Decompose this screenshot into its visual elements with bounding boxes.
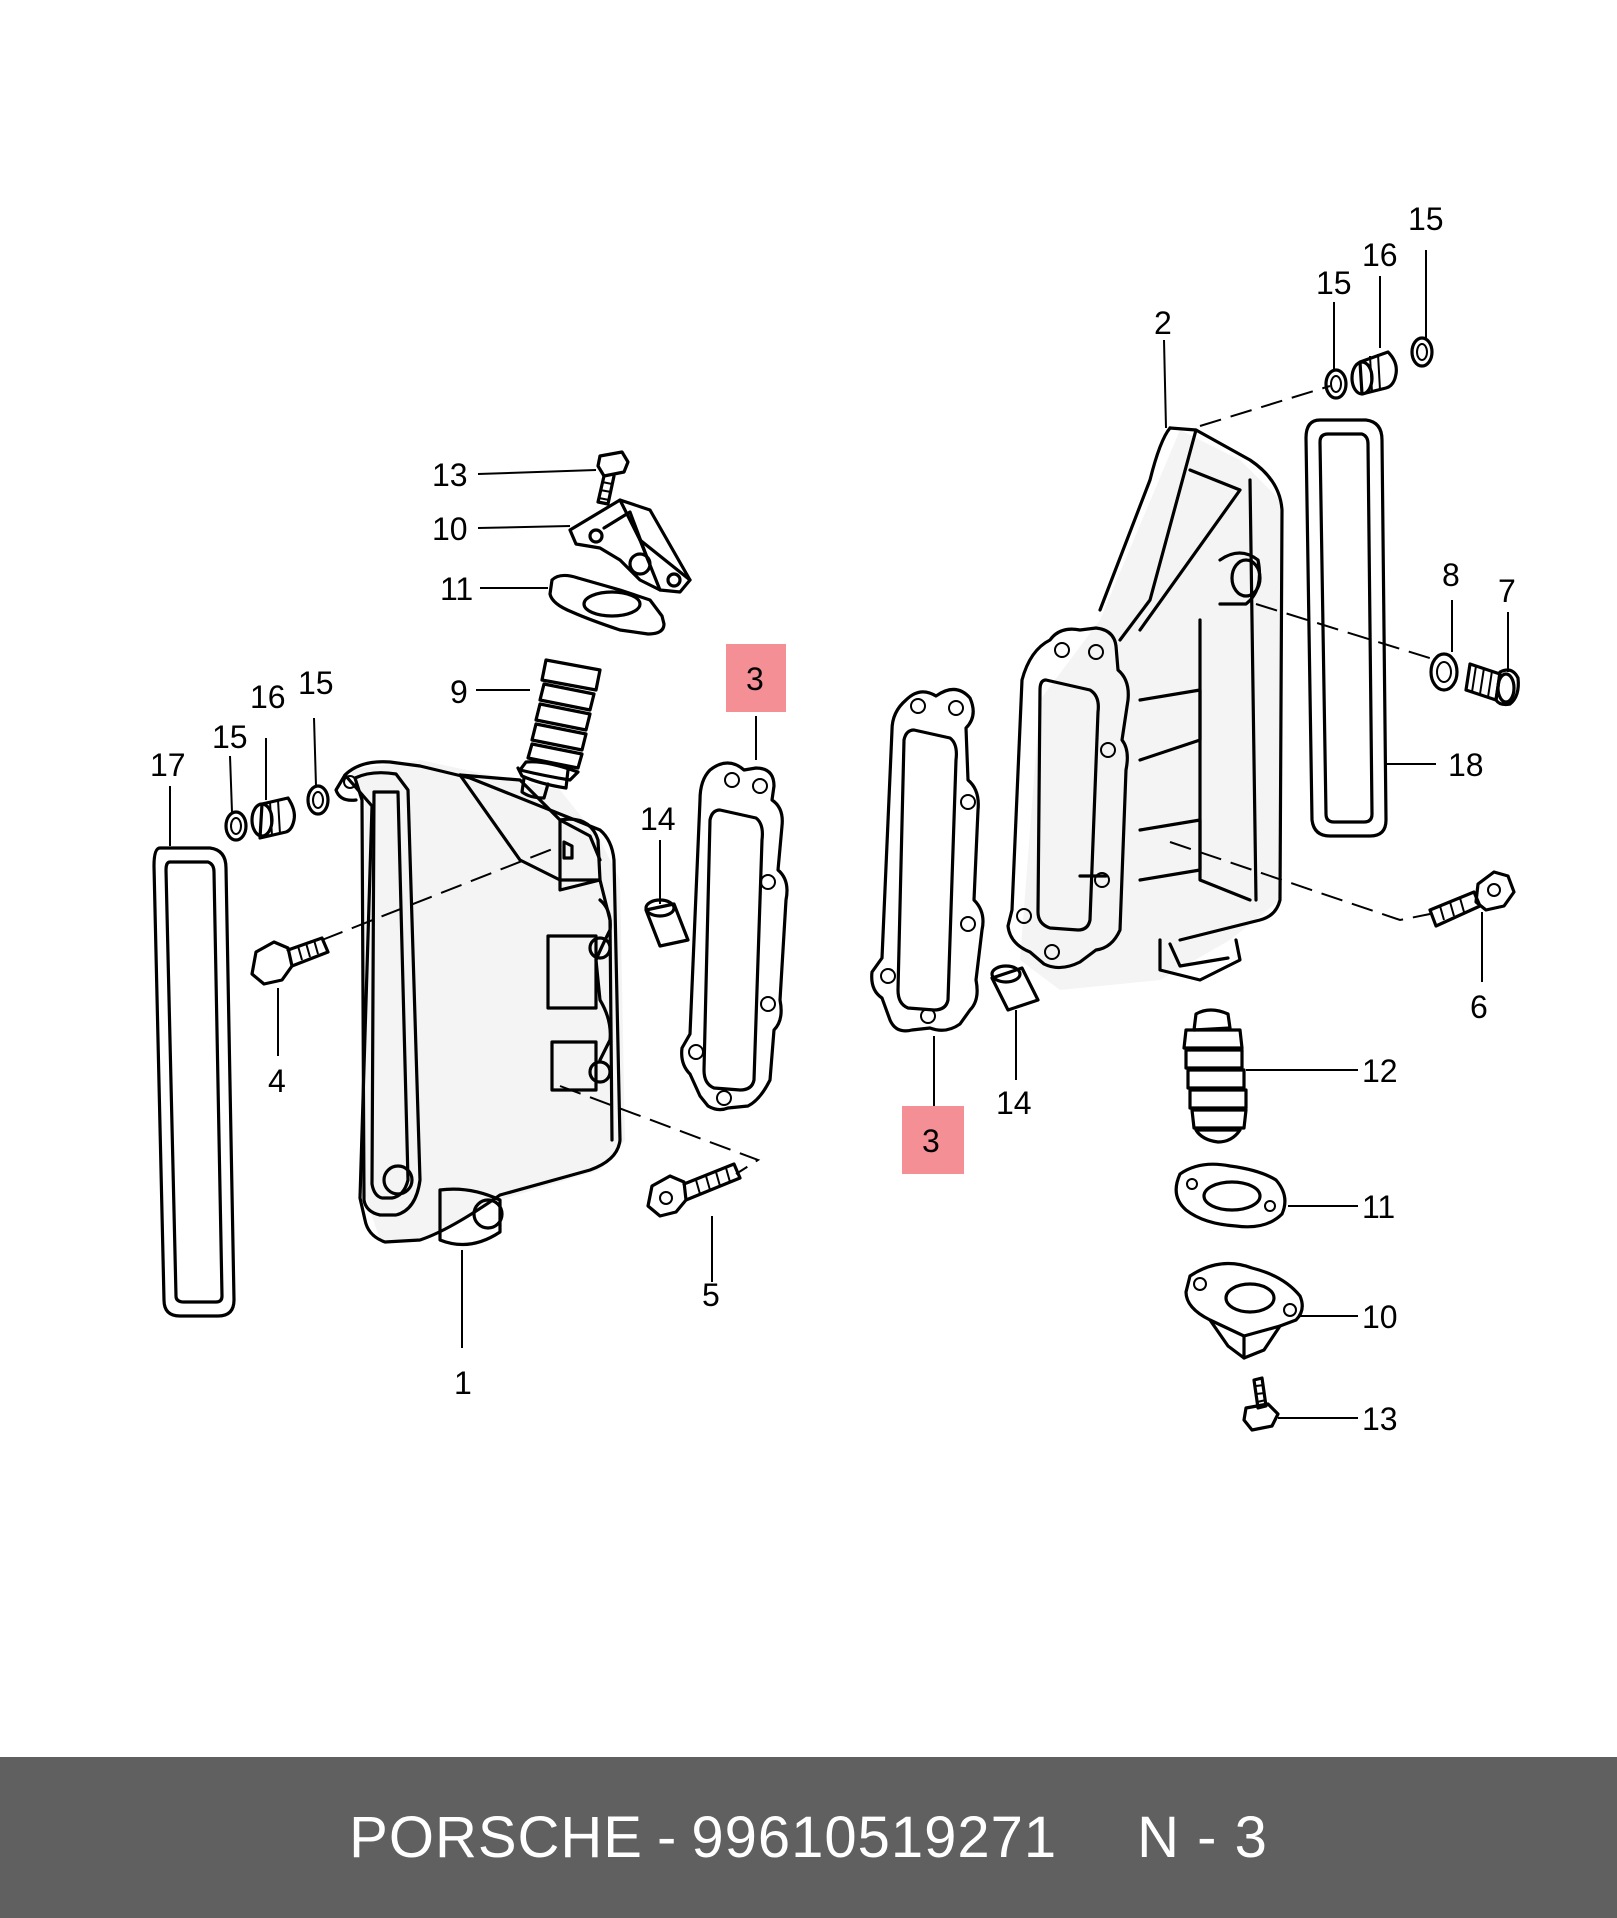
bolt-part-13-left — [596, 450, 630, 506]
highlight-box-3-left — [726, 644, 786, 712]
callout-14-right: 14 — [996, 1085, 1032, 1121]
parts-diagram: 13 10 11 9 3 14 17 15 16 15 4 1 5 2 15 1… — [150, 201, 1520, 1437]
callout-4: 4 — [268, 1063, 286, 1099]
callout-16-right: 16 — [1362, 237, 1398, 273]
seal-ring-part-15-left-b — [306, 784, 330, 816]
callout-15-left-b: 15 — [298, 665, 334, 701]
bolt-part-13-right — [1242, 1376, 1280, 1432]
callout-15-left-a: 15 — [212, 719, 248, 755]
caption-bar: PORSCHE - 99610519271 N - 3 — [0, 1757, 1617, 1918]
diagram-position: N - 3 — [1137, 1805, 1268, 1870]
bolt-part-4 — [250, 936, 330, 986]
callout-1: 1 — [454, 1365, 472, 1401]
callout-2: 2 — [1154, 305, 1172, 341]
gasket-part-11-left — [548, 573, 666, 636]
callout-3-left: 3 — [746, 661, 764, 697]
plug-part-16-right — [1350, 350, 1398, 396]
callout-3-right: 3 — [922, 1123, 940, 1159]
bolt-part-6 — [1428, 870, 1516, 928]
washer-part-8 — [1429, 652, 1459, 692]
housing-part-2 — [1020, 426, 1284, 990]
callout-5: 5 — [702, 1277, 720, 1313]
callout-16-left: 16 — [250, 679, 286, 715]
callout-17: 17 — [150, 747, 186, 783]
callout-9: 9 — [450, 674, 468, 710]
assembly-lines — [321, 385, 1437, 1175]
callout-14-left: 14 — [640, 801, 676, 837]
callout-10-left: 10 — [432, 511, 468, 547]
gasket-ring-18 — [1304, 418, 1388, 838]
sleeve-part-14-left — [644, 898, 690, 948]
leader-lines — [169, 250, 1509, 1419]
gasket-ring-17 — [152, 846, 236, 1318]
gasket-part-11-right — [1174, 1162, 1287, 1229]
callout-13-right: 13 — [1362, 1401, 1398, 1437]
part-number: 99610519271 — [691, 1805, 1058, 1870]
plug-part-16-left — [250, 796, 296, 840]
callout-11-left: 11 — [440, 571, 473, 607]
callout-12: 12 — [1362, 1053, 1398, 1089]
seal-ring-part-15-right-a — [1324, 368, 1348, 400]
callout-18: 18 — [1448, 747, 1484, 783]
bolt-part-5 — [646, 1162, 742, 1218]
bellows-part-9 — [516, 658, 602, 800]
highlight-box-3-right — [902, 1106, 964, 1174]
callout-7: 7 — [1498, 573, 1516, 609]
bellows-part-12 — [1182, 1008, 1248, 1144]
sleeve-part-14-right — [990, 964, 1040, 1012]
bracket-part-10-right — [1184, 1261, 1304, 1360]
callout-8: 8 — [1442, 557, 1460, 593]
callout-numbers: 13 10 11 9 3 14 17 15 16 15 4 1 5 2 15 1… — [150, 201, 1516, 1437]
callout-11-right: 11 — [1362, 1189, 1395, 1225]
callout-13-left: 13 — [432, 457, 468, 493]
brand-name: PORSCHE — [349, 1805, 643, 1870]
callout-10-right: 10 — [1362, 1299, 1398, 1335]
plug-screw-part-7 — [1464, 662, 1520, 707]
caption-separator: - — [656, 1805, 678, 1870]
callout-15-right-a: 15 — [1316, 265, 1352, 301]
bracket-part-10-left — [568, 498, 692, 594]
seal-ring-part-15-left-a — [224, 810, 248, 842]
flange-plate-right — [1006, 626, 1130, 970]
gasket-part-3-left — [680, 761, 789, 1112]
seal-ring-part-15-right-b — [1410, 336, 1434, 368]
gasket-part-3-right — [870, 687, 985, 1033]
callout-15-right-b: 15 — [1408, 201, 1444, 237]
callout-6: 6 — [1470, 989, 1488, 1025]
housing-part-1 — [334, 760, 625, 1247]
